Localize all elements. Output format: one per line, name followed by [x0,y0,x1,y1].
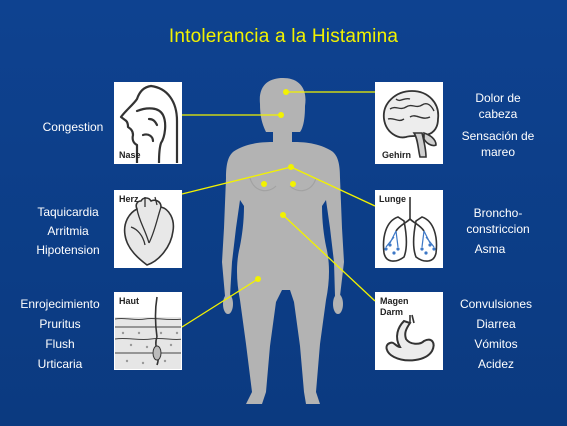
symptoms-lungs-b: Asma [450,239,530,259]
organ-label-haut: Haut [119,296,139,306]
panel-nose: Nase [114,82,182,164]
symptom-mareo-line2: mareo [480,145,515,159]
symptom-hipotension: Hipotension [36,243,100,257]
symptoms-nose: Congestion [28,117,118,137]
body-chest-right [289,177,317,192]
symptom-dolor-line2: cabeza [478,107,518,121]
point-heart [261,181,267,187]
panel-stomach: Magen Darm [375,292,443,370]
stomach-illustration [385,314,435,362]
point-nose [278,112,284,118]
body-chest-left [249,177,277,192]
lungs-illustration [382,197,438,262]
organ-label-lunge: Lunge [379,194,406,204]
panel-lungs: Lunge [375,190,443,268]
symptom-dolor-line1: Dolor de [475,91,521,105]
panel-skin: Haut [114,292,182,370]
body-neck [273,128,292,146]
symptom-enrojecimiento: Enrojecimiento [20,297,100,311]
symptom-diarrea: Diarrea [476,317,516,331]
diagram-title: Intolerancia a la Histamina [168,26,399,47]
brain-illustration [383,90,440,158]
symptom-asma: Asma [474,242,506,256]
organ-label-gehirn: Gehirn [382,150,412,160]
body-hand-right [333,294,343,314]
symptom-pruritus: Pruritus [39,317,81,331]
point-hand [255,276,261,282]
organ-label-nase: Nase [119,150,141,160]
point-chest-center [290,181,296,187]
symptom-acidez: Acidez [477,357,515,371]
skin-illustration [115,296,181,369]
connector-lungs [290,166,376,207]
symptom-taquicardia: Taquicardia [37,205,99,219]
symptom-flush: Flush [45,337,75,351]
point-abdomen [280,212,286,218]
point-brain [283,89,289,95]
symptoms-stomach: Convulsiones Diarrea Vómitos Acidez [446,294,546,374]
symptom-convulsiones: Convulsiones [459,297,533,311]
symptom-broncho-line1: Broncho- [473,206,523,220]
panel-heart: Herz [114,190,182,268]
organ-label-magen: Magen [380,296,409,306]
organ-label-herz: Herz [119,194,139,204]
symptoms-heart: Taquicardia Arritmia Hipotension [20,203,116,260]
symptom-vomitos: Vómitos [474,337,518,351]
connector-stomach [282,214,376,302]
symptoms-brain-b: Sensación de mareo [450,128,546,160]
point-chest-right [288,164,294,170]
symptom-arritmia: Arritmia [47,224,89,238]
symptom-urticaria: Urticaria [37,357,83,371]
nose-illustration [119,84,179,163]
body-torso [222,142,344,404]
heart-illustration [123,196,175,266]
organ-label-darm: Darm [380,307,404,317]
connector-heart [181,166,292,195]
symptoms-skin: Enrojecimiento Pruritus Flush Urticaria [10,294,110,374]
symptoms-brain-a: Dolor de cabeza [450,90,546,122]
panel-brain: Gehirn [375,82,443,164]
symptoms-lungs-a: Broncho- constriccion [450,205,546,237]
symptom-mareo-line1: Sensación de [461,129,535,143]
connector-skin [181,278,259,328]
symptom-congestion: Congestion [42,120,104,134]
symptom-broncho-line2: constriccion [466,222,530,236]
